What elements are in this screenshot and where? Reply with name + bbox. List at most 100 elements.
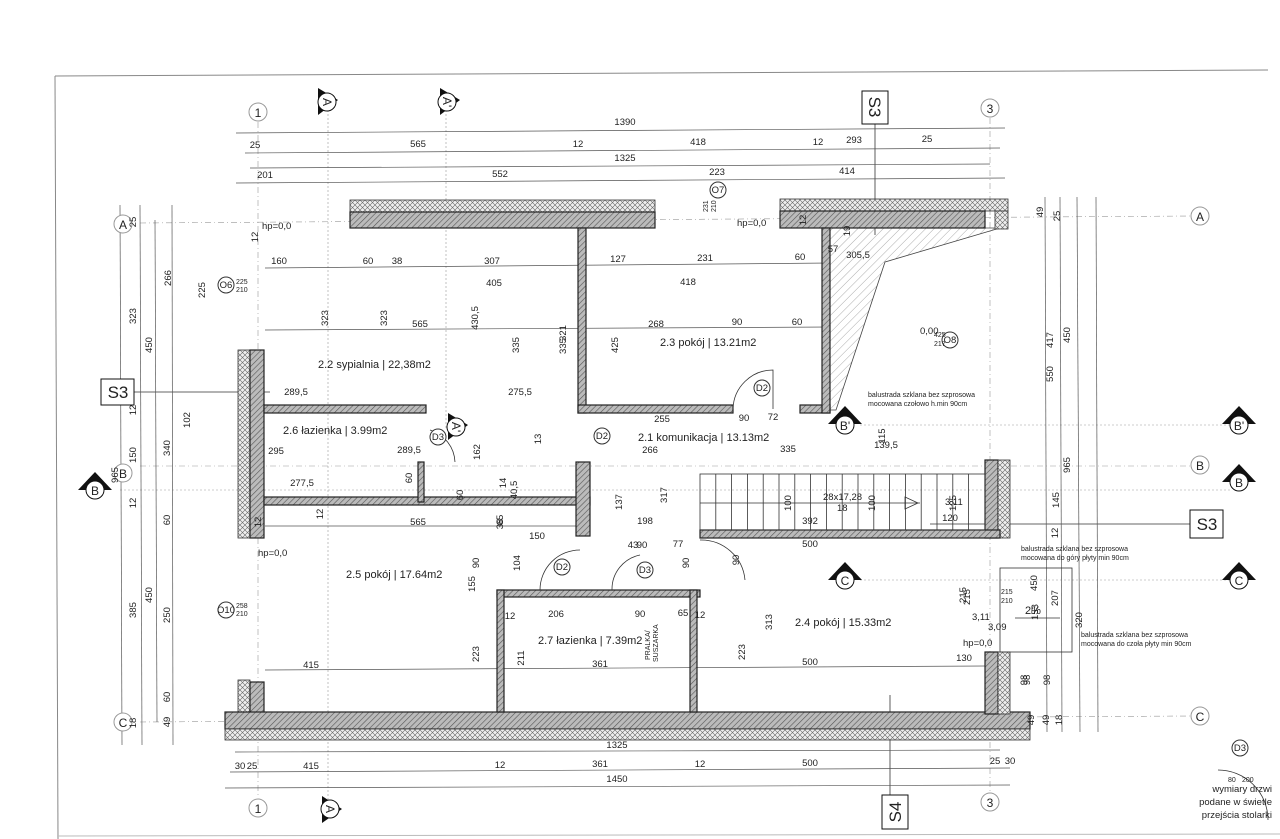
appliance-label-2: SUSZARKA <box>653 624 660 662</box>
axis-C-left: C <box>119 716 128 730</box>
window-tag-o7: O7 <box>712 185 725 196</box>
dimension-label: 340 <box>162 440 173 456</box>
dimension-label: 266 <box>163 270 174 286</box>
axis-C-right: C <box>1196 710 1205 724</box>
dimension-label: 305,5 <box>846 250 870 261</box>
dimension-label: 1390 <box>614 117 635 128</box>
dimension-label: 223 <box>709 167 725 178</box>
dimension-label: 317 <box>659 487 670 503</box>
section-label: B' <box>1234 419 1244 433</box>
dimension-label: 153 <box>1030 604 1041 620</box>
dimension-label: 90 <box>739 413 750 424</box>
dimension-label: 12 <box>315 509 326 520</box>
dimension-label: 201 <box>257 170 273 181</box>
dimension-label: 335 <box>780 444 796 455</box>
room-label-komunikacja: 2.1 komunikacja | 13.13m2 <box>638 432 769 444</box>
dimension-label: 415 <box>303 761 319 772</box>
dimension-label: 12 <box>128 498 139 509</box>
section-label: B <box>91 484 99 498</box>
door-tag-d2: D2 <box>756 383 768 394</box>
dimension-label: 98 <box>1019 675 1030 686</box>
dimension-label: 266 <box>642 445 658 456</box>
dimension-label: 60 <box>162 515 173 526</box>
grid-lines <box>120 110 1230 800</box>
dimension-label: 12 <box>813 137 824 148</box>
dimension-label: 225 <box>197 282 208 298</box>
dimension-label: 57 <box>828 244 839 255</box>
dimension-label: 40,5 <box>509 481 520 500</box>
dimension-label: 335 <box>558 338 569 354</box>
sheet-frame <box>54 69 1280 839</box>
dimension-lines <box>119 127 1099 789</box>
dimension-label: 223 <box>737 644 748 660</box>
window-o6-width: 225 <box>236 279 248 286</box>
notes: balustrada szklana bez szprosowa mocowan… <box>868 392 1272 821</box>
dimension-label: 12 <box>250 232 261 243</box>
axis-3-top: 3 <box>987 102 994 116</box>
window-tag-o10: O10 <box>217 605 235 616</box>
dimension-label: 418 <box>680 277 696 288</box>
level-hp-pokoj-24: hp=0,0 <box>963 638 992 649</box>
dimension-label: 450 <box>1062 327 1073 343</box>
dimension-label: 565 <box>410 139 426 150</box>
level-hp-pokoj-23: hp=0,0 <box>737 218 766 229</box>
section-label: A' <box>440 97 454 107</box>
legend-door-height: 200 <box>1242 777 1254 784</box>
dimension-label: 60 <box>792 317 803 328</box>
dimension-label: 323 <box>128 308 139 324</box>
door-swings <box>429 369 1269 821</box>
dimension-label: 145 <box>1051 492 1062 508</box>
dimension-label: 323 <box>320 310 331 326</box>
dimension-label: 18 <box>128 718 139 729</box>
dimension-label: 77 <box>673 539 684 550</box>
window-o9-height: 210 <box>1001 598 1013 605</box>
dimension-label: 49 <box>1041 715 1052 726</box>
dimension-label: 150 <box>128 447 139 463</box>
dimension-label: 206 <box>548 609 564 620</box>
dimension-label: 30 <box>235 761 246 772</box>
dimension-label: 130 <box>956 653 972 664</box>
dimension-label: 450 <box>1029 575 1040 591</box>
dimension-label: 100 <box>783 495 794 511</box>
dimension-label: 500 <box>802 657 818 668</box>
room-labels: 2.2 sypialnia | 22,38m2 2.3 pokój | 13.2… <box>283 337 891 647</box>
dimension-label: 277,5 <box>290 478 314 489</box>
dimension-label: 115 <box>877 428 888 443</box>
door-tag-d2: D2 <box>596 431 608 442</box>
section-S3-left: S3 <box>100 378 135 406</box>
dimension-label: 90 <box>731 555 742 566</box>
room-label-lazienka-27: 2.7 łazienka | 7.39m2 <box>538 635 642 647</box>
dimension-label: 335 <box>511 337 522 353</box>
dimension-label: 965 <box>1062 457 1073 473</box>
dimension-label: 12 <box>128 405 139 416</box>
window-o8-width: 425 <box>934 332 946 339</box>
section-S3-top: S3 <box>861 90 889 125</box>
dimension-label: 361 <box>592 759 608 770</box>
dimension-label: 321 <box>558 325 569 341</box>
dimension-label: 550 <box>1045 366 1056 382</box>
dimension-label: 43 <box>628 540 639 551</box>
section-A-prime-top: A' <box>437 88 460 115</box>
dimension-label: 323 <box>379 310 390 326</box>
stairs-count: 18 <box>837 503 848 514</box>
dimension-label: 450 <box>144 337 155 353</box>
dimension-label: 425 <box>610 337 621 353</box>
dimension-label: 268 <box>648 319 664 330</box>
door-tag-d2: D2 <box>556 562 568 573</box>
window-tag-o8: O8 <box>944 335 957 346</box>
door-tag-d3: D3 <box>432 432 444 443</box>
appliance-label-1: PRALKA/ <box>645 630 652 660</box>
axis-A-left: A <box>119 218 127 232</box>
axis-1-top: 1 <box>255 106 262 120</box>
dimension-label: 19 <box>842 226 853 237</box>
dimension-label: 1325 <box>614 153 635 164</box>
section-C-mid: C <box>828 562 862 590</box>
dimension-label: 289,5 <box>397 445 421 456</box>
walls <box>224 198 1031 741</box>
level-zero: 0,00 <box>920 326 939 337</box>
section-label: S4 <box>886 802 905 823</box>
dimension-label: 150 <box>529 531 545 542</box>
room-label-pokoj-25: 2.5 pokój | 17.64m2 <box>346 569 442 581</box>
dimension-label: 565 <box>410 517 426 528</box>
